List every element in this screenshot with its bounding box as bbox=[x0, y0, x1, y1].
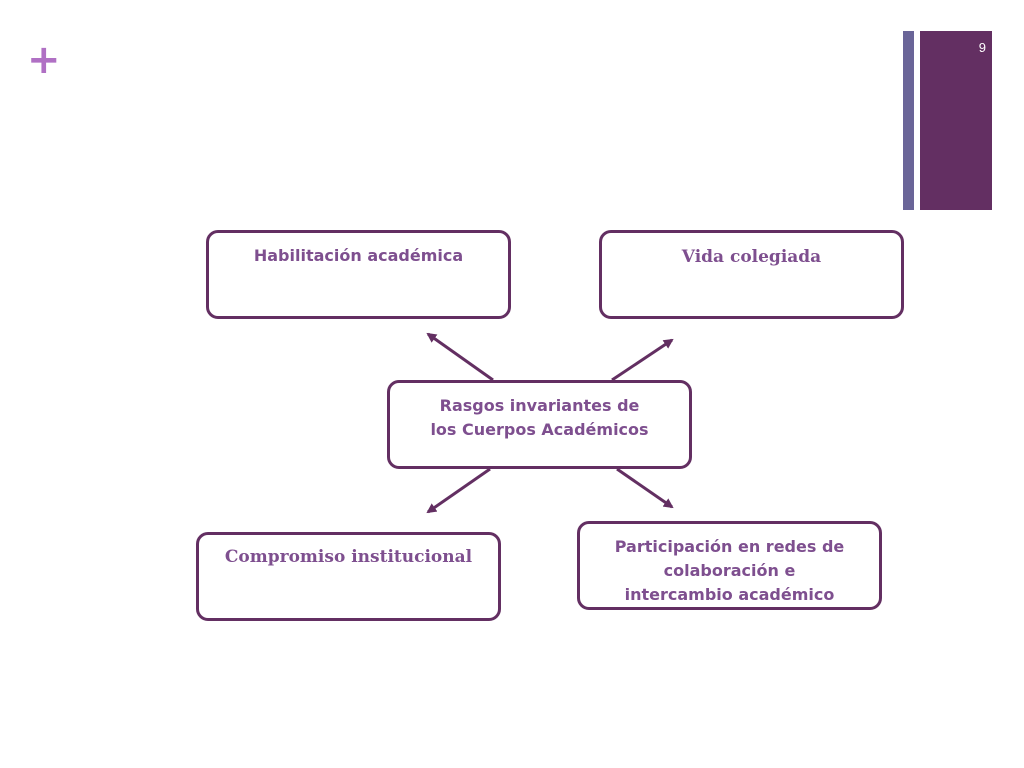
box-center: Rasgos invariantes de los Cuerpos Académ… bbox=[387, 380, 692, 469]
arrow-bottom-right bbox=[616, 467, 674, 509]
box-top-left-label: Habilitación académica bbox=[253, 246, 464, 265]
arrow-top-left bbox=[426, 332, 494, 382]
box-bottom-left: Compromiso institucional bbox=[196, 532, 501, 621]
box-top-left: Habilitación académica bbox=[206, 230, 511, 319]
box-bottom-right: Participación en redes de colaboración e… bbox=[577, 521, 882, 610]
arrow-bottom-left bbox=[426, 467, 491, 514]
slide-number: 9 bbox=[978, 40, 986, 55]
box-bottom-right-label: Participación en redes de colaboración e… bbox=[614, 537, 845, 604]
decorative-bar-wide bbox=[920, 31, 992, 210]
plus-icon: + bbox=[27, 37, 61, 83]
decorative-bar-thin bbox=[903, 31, 914, 210]
arrow-top-right bbox=[611, 338, 674, 382]
box-top-right-label: Vida colegiada bbox=[681, 247, 822, 267]
box-top-right: Vida colegiada bbox=[599, 230, 904, 319]
box-center-label: Rasgos invariantes de los Cuerpos Académ… bbox=[430, 396, 649, 439]
box-bottom-left-label: Compromiso institucional bbox=[224, 547, 473, 567]
